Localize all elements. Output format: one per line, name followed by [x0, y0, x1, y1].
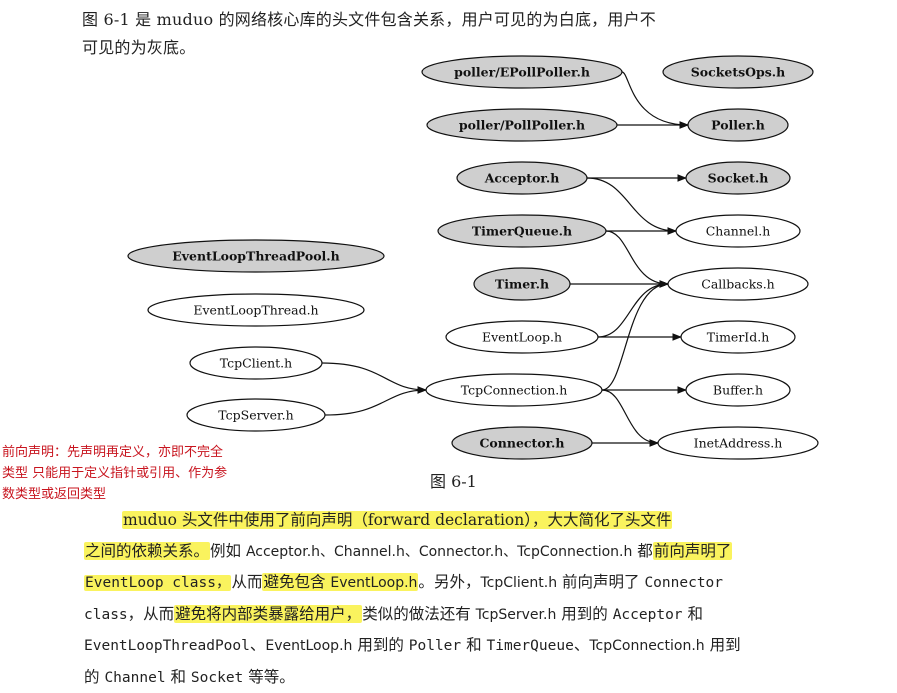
node-inetaddr: InetAddress.h	[658, 427, 818, 459]
highlight-4: EventLoop class，	[84, 575, 231, 591]
text-span: ，从而	[128, 605, 175, 623]
node-timerid: TimerId.h	[681, 321, 795, 353]
highlight-3: 前向声明了	[653, 542, 733, 560]
class-name: Acceptor	[613, 607, 683, 623]
node-callbacks: Callbacks.h	[668, 268, 808, 300]
node-elthread: EventLoopThread.h	[148, 294, 364, 326]
node-connector: Connector.h	[452, 427, 592, 459]
file-name: TcpClient.h	[480, 575, 557, 591]
highlight-1: muduo 头文件中使用了前向声明（forward declaration），大…	[122, 511, 672, 529]
text-span: 都	[632, 542, 652, 560]
node-acceptor: Acceptor.h	[457, 162, 587, 194]
node-label: EventLoopThreadPool.h	[172, 249, 340, 264]
node-label: Buffer.h	[713, 383, 763, 398]
annotation-line-3: 数类型或返回类型	[2, 484, 292, 505]
text-span: 另外，	[434, 573, 481, 591]
node-socket: Socket.h	[686, 162, 790, 194]
node-label: SocketsOps.h	[691, 65, 786, 80]
highlight-5: 避免包含 EventLoop.h	[262, 573, 418, 591]
node-timer: Timer.h	[474, 268, 570, 300]
text-span: 类似的做法还有	[362, 605, 475, 623]
node-label: Callbacks.h	[701, 277, 774, 292]
node-label: EventLoop.h	[482, 330, 562, 345]
class-name: TimerQueue	[487, 638, 574, 654]
edge-eventloop-callbacks	[598, 284, 668, 337]
class-name: Connector	[644, 575, 723, 591]
node-timerqueue: TimerQueue.h	[438, 215, 606, 247]
para-line-4: class，从而避免将内部类暴露给用户，类似的做法还有 TcpServer.h …	[84, 599, 844, 631]
edge-timerqueue-callbacks	[606, 231, 668, 284]
node-label: InetAddress.h	[694, 436, 783, 451]
node-label: Acceptor.h	[484, 171, 560, 186]
file-name: TcpServer.h	[476, 607, 557, 623]
para-line-3: EventLoop class，从而避免包含 EventLoop.h。另外，Tc…	[84, 567, 844, 599]
node-label: poller/EPollPoller.h	[454, 65, 590, 80]
file-list: Acceptor.h、Channel.h、Connector.h、TcpConn…	[246, 544, 632, 560]
highlight-6: 避免将内部类暴露给用户，	[174, 605, 362, 623]
text-span: 和	[166, 668, 191, 686]
file-name: EventLoop.h	[330, 575, 417, 591]
node-epoller: poller/EPollPoller.h	[422, 56, 622, 88]
class-name: EventLoopThreadPool	[84, 638, 250, 654]
node-label: TimerId.h	[707, 330, 770, 345]
para-line-5: EventLoopThreadPool、EventLoop.h 用到的 Poll…	[84, 630, 844, 662]
text-span: 、	[250, 636, 266, 654]
node-label: Timer.h	[495, 277, 549, 292]
text-span: 、	[574, 636, 590, 654]
red-annotation: 前向声明：先声明再定义，亦即不完全 类型 只能用于定义指针或引用、作为参 数类型…	[2, 442, 292, 505]
text-span: 例如	[210, 542, 246, 560]
figure-caption: 图 6-1	[430, 468, 477, 492]
class-name: Poller	[409, 638, 461, 654]
node-tcpserver: TcpServer.h	[187, 399, 325, 431]
node-label: Socket.h	[708, 171, 769, 186]
text-span: 的	[84, 668, 104, 686]
node-tcpclient: TcpClient.h	[190, 347, 322, 379]
node-label: Connector.h	[479, 436, 564, 451]
node-buffer: Buffer.h	[686, 374, 790, 406]
file-name: TcpConnection.h	[589, 638, 704, 654]
include-graph: poller/EPollPoller.h SocketsOps.h poller/P…	[0, 0, 897, 470]
body-paragraph: muduo 头文件中使用了前向声明（forward declaration），大…	[84, 505, 844, 693]
node-channel: Channel.h	[676, 215, 800, 247]
edge-tcpconn-inetaddr	[602, 390, 658, 443]
para-line-6: 的 Channel 和 Socket 等等。	[84, 662, 844, 693]
class-name: class	[84, 607, 128, 623]
class-name: Socket	[191, 670, 243, 686]
node-tcpconn: TcpConnection.h	[426, 374, 602, 406]
annotation-line-1: 前向声明：先声明再定义，亦即不完全	[2, 442, 292, 463]
text-span: 用到的	[556, 605, 612, 623]
para-line-2: 之间的依赖关系。例如 Acceptor.h、Channel.h、Connecto…	[84, 536, 844, 568]
node-eltpool: EventLoopThreadPool.h	[128, 240, 384, 272]
text-span: 前向声明了	[557, 573, 644, 591]
node-label: TcpServer.h	[218, 408, 293, 423]
node-eventloop: EventLoop.h	[446, 321, 598, 353]
class-name: Channel	[104, 670, 165, 686]
edge-acceptor-channel	[587, 178, 676, 231]
node-label: TcpConnection.h	[461, 383, 568, 398]
annotation-line-2: 类型 只能用于定义指针或引用、作为参	[2, 463, 292, 484]
node-label: EventLoopThread.h	[193, 303, 318, 318]
text-span: 用到的	[352, 636, 408, 654]
edge-tcpclient-tcpconn	[322, 363, 426, 390]
edge-tcpserver-tcpconn	[325, 390, 426, 415]
node-label: Channel.h	[706, 224, 771, 239]
text-span: 。	[418, 573, 434, 591]
node-pollpoller: poller/PollPoller.h	[427, 109, 617, 141]
text-span: 用到	[705, 636, 741, 654]
node-label: TimerQueue.h	[472, 224, 572, 239]
text-span: 等等。	[243, 668, 294, 686]
graph-nodes: poller/EPollPoller.h SocketsOps.h poller/P…	[128, 56, 818, 459]
text-span: 避免包含	[263, 573, 330, 591]
highlight-2: 之间的依赖关系。	[84, 542, 210, 560]
node-poller: Poller.h	[688, 109, 788, 141]
node-socketsops: SocketsOps.h	[663, 56, 813, 88]
text-span: 从而	[231, 573, 262, 591]
para-line-1: muduo 头文件中使用了前向声明（forward declaration），大…	[84, 505, 844, 536]
node-label: Poller.h	[711, 118, 765, 133]
text-span: 和	[461, 636, 486, 654]
text-span: 和	[683, 605, 703, 623]
node-label: poller/PollPoller.h	[459, 118, 585, 133]
file-name: EventLoop.h	[265, 638, 352, 654]
node-label: TcpClient.h	[220, 356, 292, 371]
